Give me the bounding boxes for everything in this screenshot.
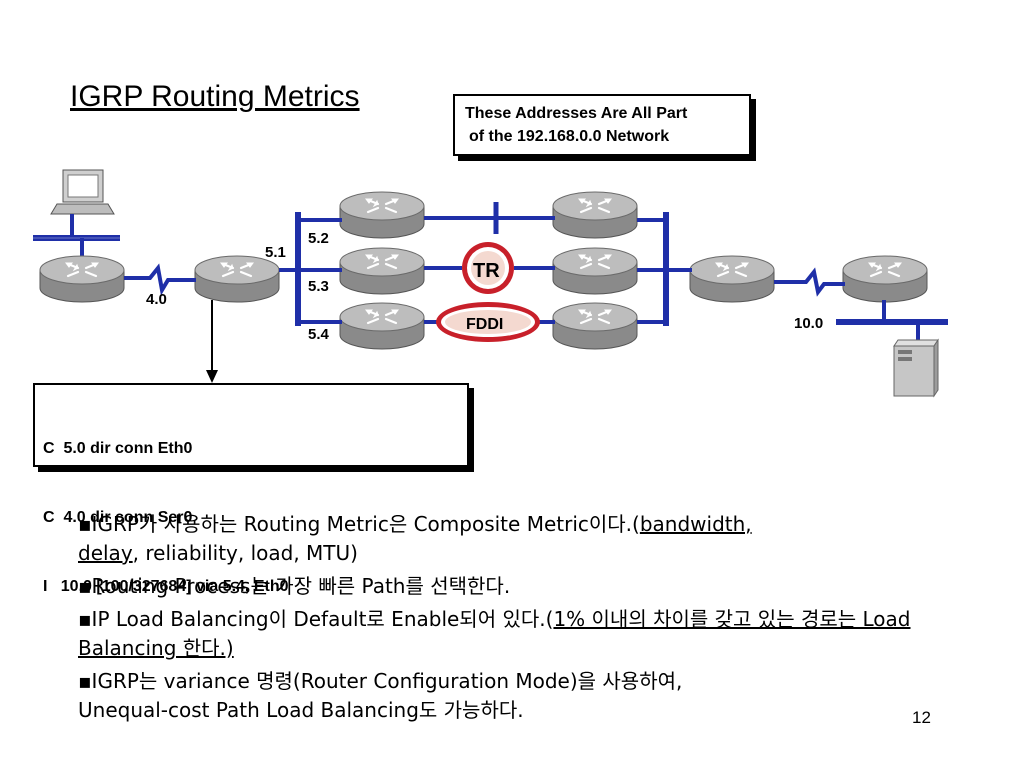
bullet-item: ▪IGRP는 variance 명령(Router Configuration … [78,667,958,725]
router-edge-icon [841,254,929,304]
routing-table: C 5.0 dir conn Eth0 C 4.0 dir conn Ser0 … [33,383,469,595]
bullet-text: ▪IGRP는 variance 명령(Router Configuration … [78,669,683,693]
slide-title: IGRP Routing Metrics [70,80,360,113]
router-mid-top-icon [338,190,426,240]
bullet-text: ▪IP Load Balancing이 Default로 Enable되어 있다… [78,607,554,631]
fddi-ring-icon [436,302,540,342]
router-center-icon [193,254,281,304]
bullet-item: ▪IP Load Balancing이 Default로 Enable되어 있다… [78,605,958,663]
routing-table-row: C 5.0 dir conn Eth0 [43,440,193,457]
callout-line-1: These Addresses Are All Part [465,105,688,122]
serial-link-right [774,267,845,297]
routing-table-row: I 10.0 [100/327684] via 5.4, Eth0 [43,578,289,595]
router-right-top-icon [551,190,639,240]
bullet-underlined: bandwidth, [639,512,752,536]
label-5-3: 5.3 [308,278,329,295]
bullet-text: Unequal-cost Path Load Balancing도 가능하다. [78,698,524,722]
bullet-underlined: 1% 이내의 차이를 갖고 있는 경로는 Load Balancing 한다.) [78,607,911,660]
page-number: 12 [912,708,931,727]
router-mid-middle-icon [338,246,426,296]
token-ring-icon [462,242,514,294]
router-left-icon [38,254,126,304]
network-callout: These Addresses Are All Part of the 192.… [453,94,751,156]
pc-icon [50,169,115,238]
bullet-underlined: delay [78,541,133,565]
bullet-text: , reliability, load, MTU) [132,541,358,565]
label-5-2: 5.2 [308,230,329,247]
routing-table-row: C 4.0 dir conn Ser0 [43,509,193,526]
router-right-bottom-icon [551,301,639,351]
token-ring-label: TR [473,260,500,282]
bullet-text: ▪IGRP가 사용하는 Routing Metric은 Composite Me… [78,512,640,536]
fddi-label: FDDI [466,316,503,333]
callout-line-2: of the 192.168.0.0 Network [469,128,670,145]
label-5-4: 5.4 [308,326,330,343]
router-far-right-icon [688,254,776,304]
bullet-item: ▪IGRP가 사용하는 Routing Metric은 Composite Me… [78,510,958,568]
router-right-middle-icon [551,246,639,296]
server-icon [893,338,939,398]
router-mid-bottom-icon [338,301,426,351]
bullet-text: ▪Routing Process는 가장 빠른 Path를 선택한다. [78,574,511,598]
label-4-0: 4.0 [146,291,167,308]
serial-link-4-0 [124,263,196,296]
label-5-1: 5.1 [265,244,286,261]
network-diagram: TR FDDI 5.1 5.2 5.3 5.4 4.0 10.0 [33,169,948,398]
bullet-list: ▪IGRP가 사용하는 Routing Metric은 Composite Me… [78,510,958,729]
bullet-item: ▪Routing Process는 가장 빠른 Path를 선택한다. [78,572,958,601]
label-10-0: 10.0 [794,315,823,332]
